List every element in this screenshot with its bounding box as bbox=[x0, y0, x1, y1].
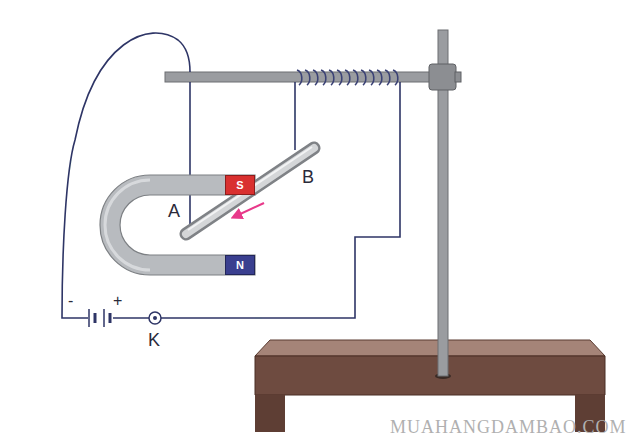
pole-letter: N bbox=[236, 260, 244, 271]
battery-symbol bbox=[89, 309, 110, 327]
switch-label: K bbox=[148, 331, 160, 351]
magnet-north-pole: N bbox=[225, 255, 255, 275]
magnet-south-pole: S bbox=[225, 175, 255, 195]
current-arrows bbox=[70, 110, 400, 318]
horseshoe-magnet bbox=[100, 175, 255, 275]
coil-windings bbox=[297, 70, 398, 85]
force-arrow bbox=[236, 203, 264, 216]
watermark: MUAHANGDAMBAO.COM bbox=[390, 418, 627, 438]
terminal-sign: + bbox=[113, 292, 122, 310]
pole-letter: S bbox=[236, 180, 243, 191]
clamp bbox=[429, 64, 456, 90]
terminal-sign: - bbox=[68, 292, 73, 310]
switch-symbol bbox=[149, 312, 161, 324]
end-label: B bbox=[302, 168, 314, 188]
end-label: A bbox=[168, 202, 180, 222]
circuit-wires bbox=[62, 33, 400, 318]
conductor-rod bbox=[186, 147, 314, 234]
